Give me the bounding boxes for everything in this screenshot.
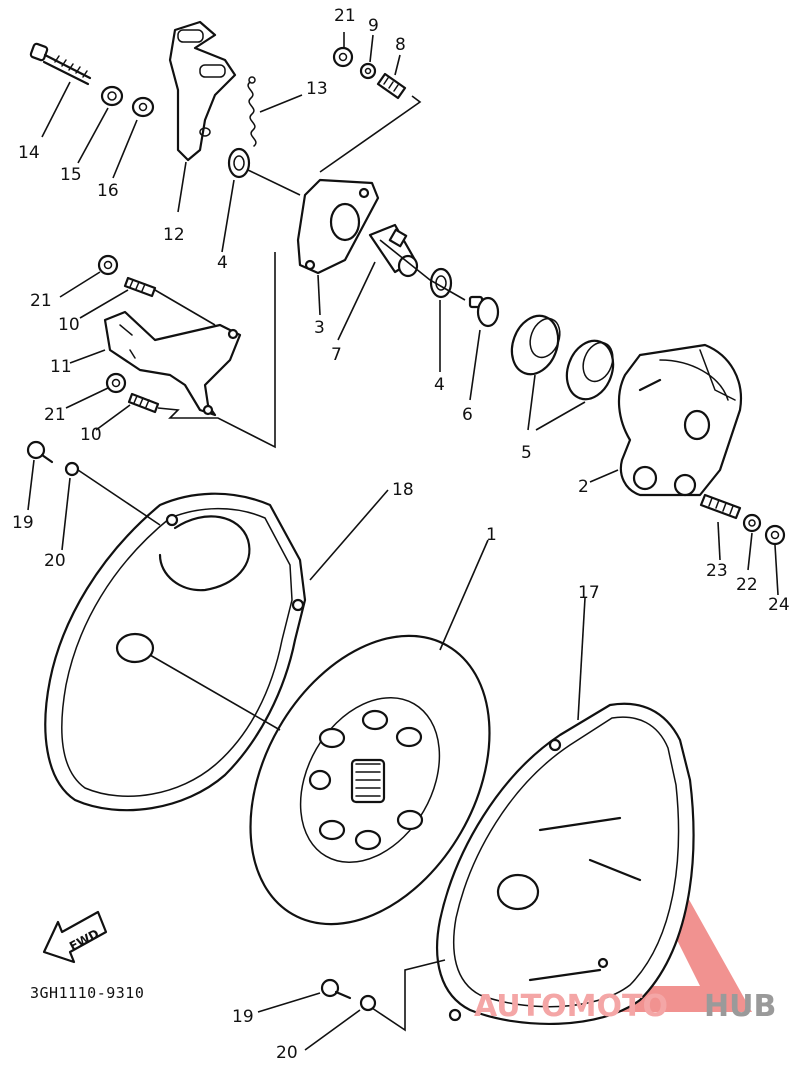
part-17-cover-plate (436, 702, 695, 1026)
callout-2: 2 (578, 477, 589, 497)
part-6-cap (468, 295, 500, 328)
callout-12: 12 (163, 225, 185, 245)
callout-24: 24 (768, 595, 790, 615)
callout-22: 22 (736, 575, 758, 595)
part-10-stud-lower (127, 392, 160, 414)
callout-13: 13 (306, 79, 328, 99)
part-3-bracket (296, 178, 380, 275)
part-21-nut-mid-lower (105, 372, 127, 394)
callout-9: 9 (368, 16, 379, 36)
callout-19-left: 19 (12, 513, 34, 533)
part-15-nut (100, 85, 124, 107)
callout-4-upper: 4 (217, 253, 228, 273)
part-5-pistons (510, 314, 615, 401)
callout-21-upper: 21 (30, 291, 52, 311)
callout-10-lower: 10 (80, 425, 102, 445)
part-19-bolt-bottom (320, 978, 352, 1000)
part-7-sleeve (368, 223, 419, 278)
part-12-arm (168, 20, 237, 162)
callout-15: 15 (60, 165, 82, 185)
callout-11: 11 (50, 357, 72, 377)
callout-4-lower: 4 (434, 375, 445, 395)
part-code: 3GH1110-9310 (30, 984, 144, 1002)
callout-10-upper: 10 (58, 315, 80, 335)
part-19-bolt-left (26, 440, 54, 464)
callout-20-bottom: 20 (276, 1043, 298, 1063)
part-24-nut (764, 524, 786, 546)
part-16-washer (131, 96, 155, 118)
part-21-nut-top (332, 46, 354, 68)
part-4-seal-upper (227, 147, 251, 179)
part-20-washer-left (64, 461, 80, 477)
leader-lines (27, 32, 779, 1051)
part-18-dust-cover (44, 492, 307, 812)
callout-6: 6 (462, 405, 473, 425)
part-21-nut-mid-upper (97, 254, 119, 276)
callout-20-left: 20 (44, 551, 66, 571)
watermark-text-b: HUB (704, 989, 776, 1024)
part-10-stud-upper (123, 276, 157, 298)
callout-23: 23 (706, 561, 728, 581)
callout-21-lower: 21 (44, 405, 66, 425)
callout-16: 16 (97, 181, 119, 201)
callout-14: 14 (18, 143, 40, 163)
part-2-caliper-body (617, 343, 743, 497)
part-23-stud (699, 493, 742, 520)
part-22-washer (742, 513, 762, 533)
callout-17: 17 (578, 583, 600, 603)
part-8-stud (376, 72, 407, 100)
callout-18: 18 (392, 480, 414, 500)
part-9-washer (359, 62, 377, 80)
watermark-text-a: AUTOMOTO (474, 989, 668, 1024)
callout-labels: 1 2 3 4 4 5 6 7 8 9 10 10 11 12 13 14 15… (12, 6, 790, 1063)
callout-1: 1 (486, 525, 497, 545)
watermark-text: AUTOMOTO HUB (474, 989, 776, 1024)
fwd-arrow-icon: FWD (42, 910, 108, 964)
callout-19-bottom: 19 (232, 1007, 254, 1027)
part-11-plate (103, 310, 242, 417)
callout-3: 3 (314, 318, 325, 338)
part-14-bolt (29, 42, 92, 86)
part-1-brake-disc (249, 634, 491, 926)
callout-8: 8 (395, 35, 406, 55)
part-13-spring (247, 76, 257, 147)
callout-7: 7 (331, 345, 342, 365)
part-20-washer-bottom (359, 994, 377, 1012)
callout-5: 5 (521, 443, 532, 463)
callout-21-top: 21 (334, 6, 356, 26)
